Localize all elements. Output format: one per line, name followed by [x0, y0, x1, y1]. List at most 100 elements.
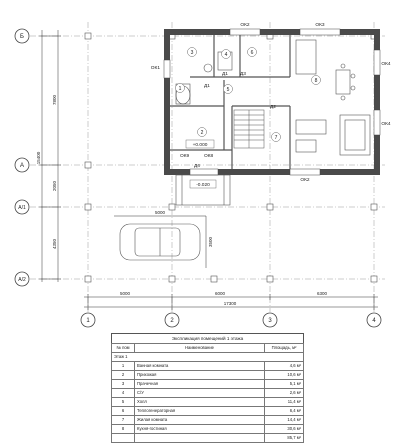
parked-car: [119, 223, 201, 261]
window-label: ОК2: [300, 177, 310, 183]
total-row: 85,7 м²: [111, 433, 304, 443]
header-num: № пом: [111, 343, 135, 353]
room-number: 4: [225, 52, 228, 58]
door-labels: Д1 Д1 Д3 Д2 Д4: [194, 71, 276, 169]
room-num: 2: [111, 370, 135, 380]
axis-col-1-label: 1: [86, 318, 90, 324]
dim-left-4350: 4350: [52, 238, 57, 249]
staircase: [233, 109, 265, 149]
dim-bottom-total: 17300: [224, 301, 237, 306]
parking-width-label: 5000: [155, 210, 166, 215]
door-label: Д2: [270, 104, 276, 110]
level-mark-0: +0.000: [193, 142, 208, 148]
floor-row: Этаж 1: [111, 352, 304, 362]
axis-row-a-label: А: [20, 163, 24, 169]
room-num: 1: [111, 361, 135, 371]
window-label: ОК4: [381, 61, 391, 67]
room-num: 7: [111, 415, 135, 425]
parking-dimensions: 5000 3500: [114, 210, 213, 268]
axis-col-4: 4: [366, 312, 382, 328]
window-label: ОК1: [151, 65, 161, 71]
axis-col-2: 2: [164, 312, 180, 328]
room-area: 14,4 м²: [264, 415, 304, 425]
room-name: Холл: [134, 397, 265, 407]
room-num: 3: [111, 379, 135, 389]
interior-walls: [170, 35, 291, 169]
total-empty-name: [134, 433, 265, 443]
header-name: Наименование: [134, 343, 265, 353]
room-area: 11,4 м²: [264, 397, 304, 407]
axis-row-a2-label: А/2: [18, 277, 26, 283]
axis-row-b: Б: [14, 28, 30, 44]
door-label: Д3: [240, 71, 246, 77]
left-dimensions: 7800 15400 2050 4350: [36, 30, 61, 282]
table-caption: Экспликация помещений 1 этажа: [111, 333, 304, 343]
room-number: 3: [191, 50, 194, 56]
level-marks: +0.000 -0.020: [185, 139, 217, 189]
room-name: С/У: [134, 388, 265, 398]
room-area: 6,4 м²: [264, 406, 304, 416]
entry-porch: [175, 174, 231, 206]
door-label: Д1: [204, 83, 210, 89]
room-num: 5: [111, 397, 135, 407]
room-area: 10,6 м²: [264, 370, 304, 380]
door-label: Д1: [222, 71, 228, 77]
dim-bottom-5000: 5000: [120, 291, 131, 296]
room-area: 30,6 м²: [264, 424, 304, 434]
axis-col-4-label: 4: [372, 318, 376, 324]
room-number: 6: [251, 50, 254, 56]
parking-depth-label: 3500: [208, 236, 213, 247]
room-number: 2: [201, 130, 204, 136]
dim-left-7800: 7800: [52, 94, 57, 105]
axis-row-a1-label: А/1: [18, 205, 26, 211]
room-number: 1: [179, 86, 182, 92]
bottom-dimensions: 5000 6000 6300 17300: [84, 291, 378, 310]
axis-col-3-label: 3: [268, 318, 272, 324]
room-number: 7: [275, 135, 278, 141]
total-empty-num: [111, 433, 135, 443]
axis-row-b-label: Б: [20, 34, 24, 40]
room-number: 8: [315, 78, 318, 84]
room-number: 5: [227, 87, 230, 93]
room-num: 4: [111, 388, 135, 398]
table-header-row: № пом Наименование Площадь, м²: [111, 343, 304, 353]
dim-bottom-6300: 6300: [317, 291, 328, 296]
header-area: Площадь, м²: [264, 343, 304, 353]
room-numbers: 1 2 3 4 5 6 7 8: [175, 47, 321, 142]
window-labels: ОК2 ОК3 ОК1 ОК4 ОК4 ОК2 ОК9 ОК8: [151, 22, 391, 183]
column-markers: [84, 32, 378, 283]
window-label: ОК4: [381, 121, 391, 127]
total-area: 85,7 м²: [264, 433, 304, 443]
window-label: ОК8: [204, 153, 214, 159]
room-num: 8: [111, 424, 135, 434]
room-area: 2,6 м²: [264, 388, 304, 398]
window-label: ОК3: [315, 22, 325, 28]
dim-left-2050: 2050: [52, 180, 57, 191]
window-openings: [163, 28, 381, 176]
room-name: Кухня-гостиная: [134, 424, 265, 434]
furniture: [175, 39, 371, 156]
door-label: Д4: [194, 163, 200, 169]
dim-left-15400: 15400: [36, 151, 41, 164]
axis-col-1: 1: [80, 312, 96, 328]
exterior-walls: [164, 29, 380, 175]
axis-row-a2: А/2: [14, 271, 30, 287]
floor-label: Этаж 1: [111, 352, 304, 362]
room-name: Прихожая: [134, 370, 265, 380]
axis-col-2-label: 2: [170, 318, 174, 324]
floor-plan-drawing: Б А А/1 А/2 1 2 3 4 7800 15400 2050 4350…: [14, 22, 391, 328]
room-explication-table: Экспликация помещений 1 этажа № пом Наим…: [111, 333, 304, 443]
window-label: ОК9: [180, 153, 190, 159]
room-name: Жилая комната: [134, 415, 265, 425]
room-name: Прачечная: [134, 379, 265, 389]
axis-row-a1: А/1: [14, 199, 30, 215]
